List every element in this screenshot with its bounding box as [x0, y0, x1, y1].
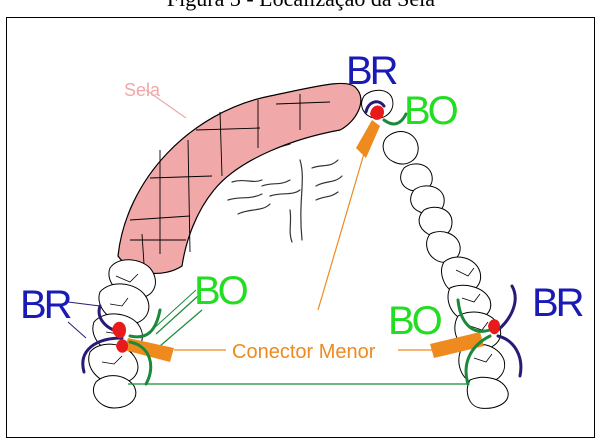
bo-label-top: BO [404, 89, 458, 133]
tooth-fissures [101, 267, 493, 365]
label-pointer-lines [67, 301, 101, 339]
figure-frame [6, 17, 595, 438]
bo-label-left: BO [194, 269, 248, 313]
sela-saddle [117, 82, 362, 274]
br-label-top: BR [346, 49, 398, 93]
br-label-right: BR [532, 281, 584, 325]
br-label-left: BR [20, 283, 72, 327]
clasp-br [81, 100, 523, 378]
conector-menor-label: Conector Menor [232, 341, 376, 363]
conector-leader-lines [174, 139, 432, 351]
figure-title: Figura 3 - Localização da Sela [0, 0, 602, 12]
sela-pointer-line [145, 89, 187, 119]
major-connector-line [128, 295, 468, 385]
clasp-bo [128, 112, 492, 386]
bo-label-right: BO [388, 299, 442, 343]
sela-label: Sela [124, 80, 161, 100]
occlusal-rests [112, 105, 500, 353]
